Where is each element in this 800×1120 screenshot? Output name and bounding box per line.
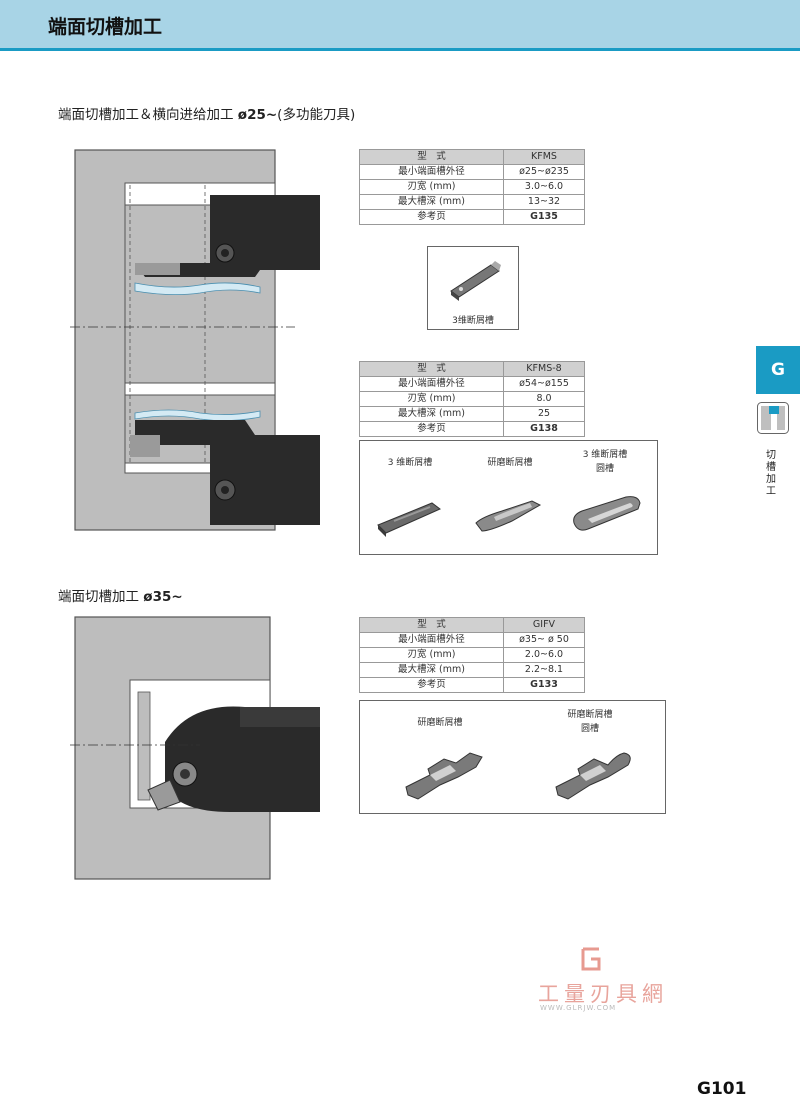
insert-label: 研磨断屑槽 [487,458,533,468]
table-cell: 3.0~6.0 [503,179,585,195]
table-cell: G138 [503,421,585,437]
chip-lower [134,409,261,421]
header-rule [0,48,800,51]
table-header-cell: GIFV [503,617,585,633]
table-cell: 参考页 [359,677,504,693]
insert-label: 3维断屑槽 [452,316,494,326]
section1-title-bold: ø25~ [237,107,278,123]
section2-title-bold: ø35~ [143,589,183,605]
page-title: 端面切槽加工 [48,16,163,38]
insert-label: 研磨断屑槽 [417,718,463,728]
table-cell: 2.2~8.1 [503,662,585,678]
insert-label: 圆槽 [595,464,614,474]
insert-image [475,500,542,532]
table-cell: 刃宽 (mm) [359,647,504,663]
insert-image [573,496,641,531]
table-cell: 参考页 [359,209,504,225]
insert-label: 3 维断屑槽 [387,458,433,468]
table-cell: 最小端面槽外径 [359,164,504,180]
grooving-icon [757,402,789,434]
table-cell: ø54~ø155 [503,376,585,392]
watermark-text: 工量刃具網 [538,982,668,1006]
chip-upper [134,282,261,295]
table-header-cell: 型 式 [359,617,504,633]
lower-insert [130,435,160,457]
table-cell: 最小端面槽外径 [359,376,504,392]
table-header-cell: 型 式 [359,361,504,377]
table-cell: 最大槽深 (mm) [359,662,504,678]
insert-label: 研磨断屑槽 [567,710,613,720]
upper-tool-holder [135,195,320,277]
insert-image [555,752,631,800]
table-cell: 刃宽 (mm) [359,391,504,407]
table-cell: 25 [503,406,585,422]
side-tab-label: 切槽加工 [766,450,776,497]
table-cell: 最大槽深 (mm) [359,194,504,210]
section1-title-suffix: (多功能刀具) [277,107,356,123]
section1-title-prefix: 端面切槽加工＆横向进给加工 [58,107,238,123]
gifv-insert [147,779,181,811]
table-cell: 最小端面槽外径 [359,632,504,648]
section-tab-g: G [756,346,800,394]
table-cell: 8.0 [503,391,585,407]
kfms8-insert-box: 3 维断屑槽 研磨断屑槽 3 维断屑槽 圆槽 [359,440,658,555]
table-header-cell: 型 式 [359,149,504,165]
table-cell: 2.0~6.0 [503,647,585,663]
watermark-logo-icon [581,947,601,971]
insert-image [377,502,441,537]
table-cell: 参考页 [359,421,504,437]
gifv-insert-box: 研磨断屑槽 研磨断屑槽 圆槽 [359,700,666,814]
face-grooving-diagram-2 [70,616,320,880]
section1-title: 端面切槽加工＆横向进给加工 ø25~(多功能刀具) [58,103,355,123]
table-cell: 刃宽 (mm) [359,179,504,195]
insert-image [405,752,483,800]
groove-wall [137,691,151,801]
table-header-cell: KFMS-8 [503,361,585,377]
section2-title: 端面切槽加工 ø35~ [58,585,183,605]
table-header-cell: KFMS [503,149,585,165]
table-cell: 最大槽深 (mm) [359,406,504,422]
watermark-url: WWW.GLRJW.COM [540,1004,617,1012]
table-cell: G135 [503,209,585,225]
table-cell: G133 [503,677,585,693]
section2-title-prefix: 端面切槽加工 [58,589,144,605]
upper-insert [135,263,180,275]
kfms-insert-box: 3维断屑槽 [427,246,519,330]
insert-label: 3 维断屑槽 [582,450,628,460]
page-number: G101 [697,1079,747,1099]
face-grooving-diagram-1 [70,149,320,531]
table-cell: 13~32 [503,194,585,210]
table-cell: ø35~ ø 50 [503,632,585,648]
page-header [0,0,800,48]
insert-image [450,261,501,301]
tool-holder [165,706,320,812]
insert-label: 圆槽 [580,724,599,734]
lower-tool-holder [135,420,320,525]
table-cell: ø25~ø235 [503,164,585,180]
